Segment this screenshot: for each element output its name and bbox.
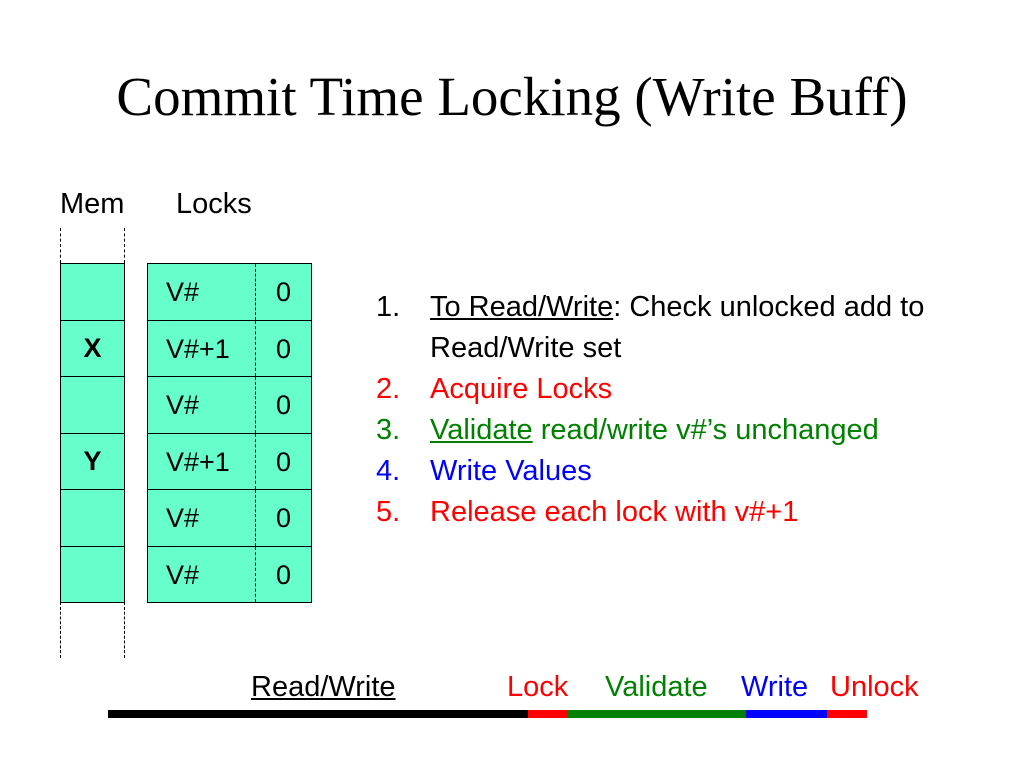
step-item-1: 1. To Read/Write: Check unlocked add to … xyxy=(376,287,1006,369)
timeline-bar-unlock xyxy=(827,710,867,718)
memory-cell xyxy=(61,490,124,547)
lock-bit: 0 xyxy=(255,433,311,489)
lock-bit: 0 xyxy=(255,320,311,376)
lock-bit: 0 xyxy=(255,546,311,602)
lock-version: V# xyxy=(166,559,200,590)
commit-steps-list: 1. To Read/Write: Check unlocked add to … xyxy=(376,287,1006,533)
timeline-label-write: Write xyxy=(741,671,809,703)
memory-cell-x: X xyxy=(61,320,124,377)
memory-cell-y: Y xyxy=(61,433,124,490)
step-number: 1. xyxy=(376,291,401,323)
lock-version: V# xyxy=(166,503,200,533)
step-number: 3. xyxy=(376,414,401,446)
memory-cell xyxy=(61,546,124,602)
step-text: Release each lock with v#+1 xyxy=(430,496,799,528)
step-item-2: 2. Acquire Locks xyxy=(376,369,1006,410)
memory-cell xyxy=(61,264,124,321)
timeline-bar-lock xyxy=(528,710,568,718)
lock-row: V#+1 0 xyxy=(148,433,311,490)
locks-column-header: Locks xyxy=(176,188,252,220)
step-item-4: 4. Write Values xyxy=(376,451,1006,492)
timeline-label-validate: Validate xyxy=(605,671,708,703)
locks-table: V# 0 V#+1 0 V# 0 V#+1 0 V# 0 V# 0 xyxy=(147,263,312,603)
step-number: 2. xyxy=(376,373,401,405)
lock-bit: 0 xyxy=(255,264,311,320)
step-heading: To Read/Write xyxy=(430,291,614,323)
timeline-label-read-write: Read/Write xyxy=(251,671,396,703)
step-text: : Check unlocked add to Read/Write set xyxy=(430,291,925,364)
mem-right-dashed-line-bottom xyxy=(124,602,125,658)
step-text: read/write v#’s unchanged xyxy=(532,414,879,446)
timeline-bar-write xyxy=(746,710,827,718)
mem-right-dashed-line-top xyxy=(124,228,125,263)
mem-left-dashed-line-bottom xyxy=(60,602,61,658)
step-item-3: 3. Validate read/write v#’s unchanged xyxy=(376,410,1006,451)
lock-bit: 0 xyxy=(255,490,311,546)
slide-title: Commit Time Locking (Write Buff) xyxy=(116,66,908,127)
mem-column-header: Mem xyxy=(60,188,125,220)
lock-version: V#+1 xyxy=(166,333,230,364)
timeline-bar-read-write xyxy=(108,710,528,718)
memory-column: X Y xyxy=(60,263,125,603)
lock-row: V# 0 xyxy=(148,546,311,602)
lock-bit: 0 xyxy=(255,377,311,433)
mem-left-dashed-line-top xyxy=(60,228,61,263)
lock-row: V# 0 xyxy=(148,264,311,321)
lock-row: V# 0 xyxy=(148,377,311,434)
step-item-5: 5. Release each lock with v#+1 xyxy=(376,492,1006,533)
lock-version: V# xyxy=(166,390,200,420)
step-number: 4. xyxy=(376,455,401,487)
lock-row: V#+1 0 xyxy=(148,320,311,377)
step-number: 5. xyxy=(376,496,401,528)
timeline-label-lock: Lock xyxy=(507,671,569,703)
step-heading: Validate xyxy=(430,414,533,446)
lock-version: V#+1 xyxy=(166,446,230,477)
timeline-bar-validate xyxy=(568,710,746,718)
step-text: Acquire Locks xyxy=(430,373,613,405)
memory-cell xyxy=(61,377,124,434)
step-text: Write Values xyxy=(430,455,592,487)
lock-row: V# 0 xyxy=(148,490,311,547)
timeline-label-unlock: Unlock xyxy=(830,671,919,703)
lock-version: V# xyxy=(166,277,200,307)
